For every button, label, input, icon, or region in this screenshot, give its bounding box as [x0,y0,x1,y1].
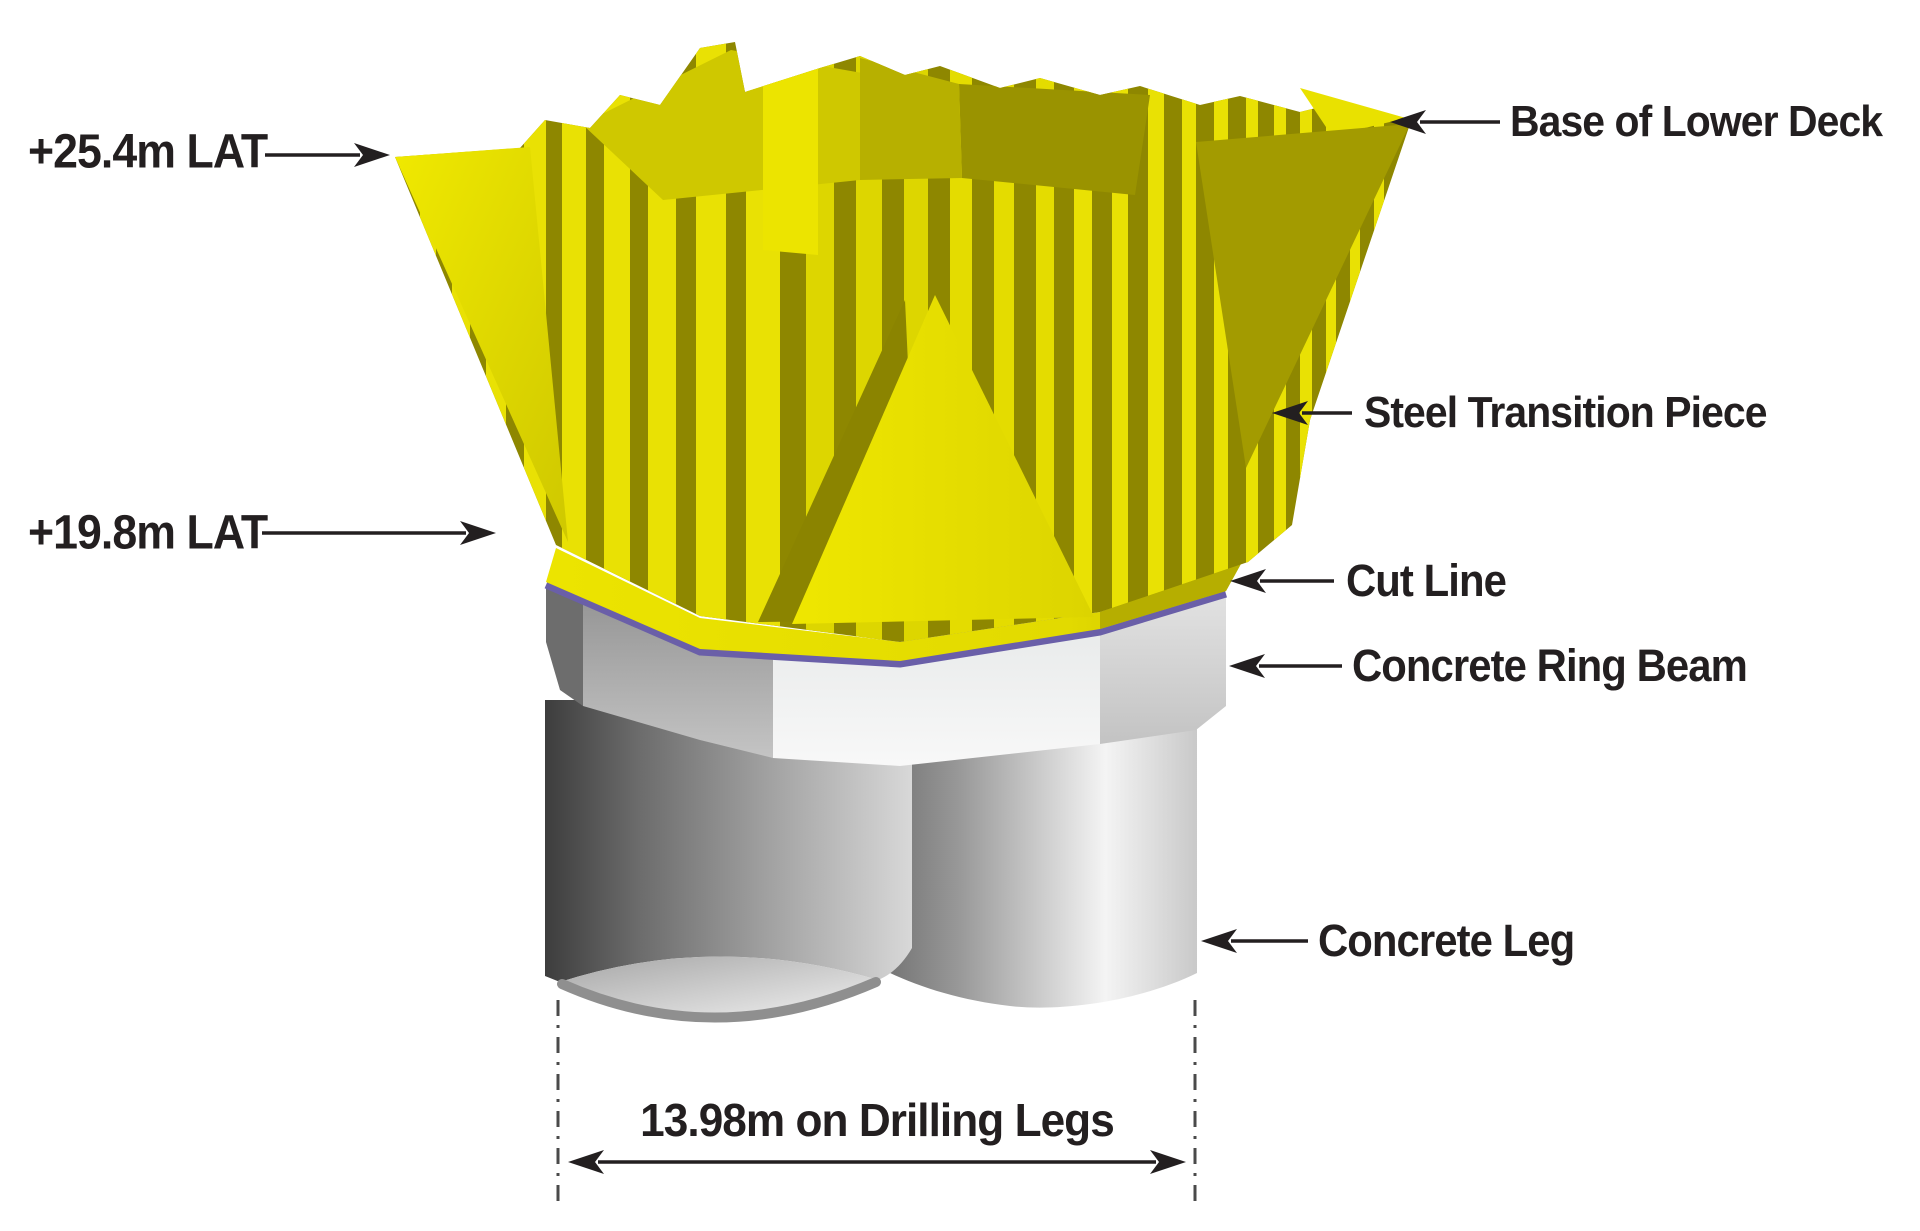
steel-transition-piece-graphic [395,42,1410,642]
dimension-arrow [568,1150,1186,1174]
concrete-leg-cut-opening [560,956,878,1015]
ring-beam-facet-front-left [583,600,773,758]
arrowhead-left-icon [1230,569,1266,593]
crown-right-flare-plate [1196,124,1410,468]
arrow-concrete-leg [1201,929,1308,953]
crown-center-cone [792,295,1094,624]
concrete-ring-beam-graphic [544,581,1228,766]
label-cut-line: Cut Line [1346,555,1507,606]
arrowhead-left-icon [1390,110,1426,134]
arrow-cut-line [1230,569,1334,593]
label-concrete-leg: Concrete Leg [1318,915,1575,966]
label-elevation-lower: +19.8m LAT [28,506,268,560]
label-steel-transition-piece: Steel Transition Piece [1364,388,1767,437]
cut-line-graphic [544,581,1228,668]
concrete-leg-cut-rim [557,977,881,1023]
concrete-legs-graphic [545,700,1197,1023]
label-concrete-ring-beam: Concrete Ring Beam [1352,640,1748,691]
annotation-linework [262,110,1500,1206]
arrowhead-left-icon [1272,401,1308,425]
concrete-leg-left [545,700,912,982]
transition-piece-base-plate [546,548,1242,661]
arrow-base-of-lower-deck [1390,110,1500,134]
ring-beam-facet-left-corner [546,585,583,706]
label-dimension-drilling-legs: 13.98m on Drilling Legs [640,1094,1115,1146]
crown-right-flare-highlight [1300,88,1406,136]
base-plate-band [546,548,1242,661]
arrow-concrete-ring-beam [1229,654,1342,678]
label-elevation-upper: +25.4m LAT [28,125,268,179]
label-base-of-lower-deck: Base of Lower Deck [1510,97,1883,146]
arrow-elevation-upper [265,143,390,167]
concrete-leg-right [830,700,1197,1008]
arrow-elevation-lower [262,521,496,545]
arrowhead-right-icon [460,521,496,545]
arrowhead-right-icon [1150,1150,1186,1174]
crown-left-flare-plate [395,147,568,542]
arrowhead-left-icon [1229,654,1265,678]
base-plate-right-shade [1100,562,1242,629]
ring-beam-facet-front-right [773,632,1100,766]
ring-beam-facet-right [1100,594,1226,744]
arrowhead-right-icon [354,143,390,167]
arrow-steel-transition-piece [1272,401,1352,425]
arrowhead-left-icon [568,1150,604,1174]
arrowhead-left-icon [1201,929,1237,953]
